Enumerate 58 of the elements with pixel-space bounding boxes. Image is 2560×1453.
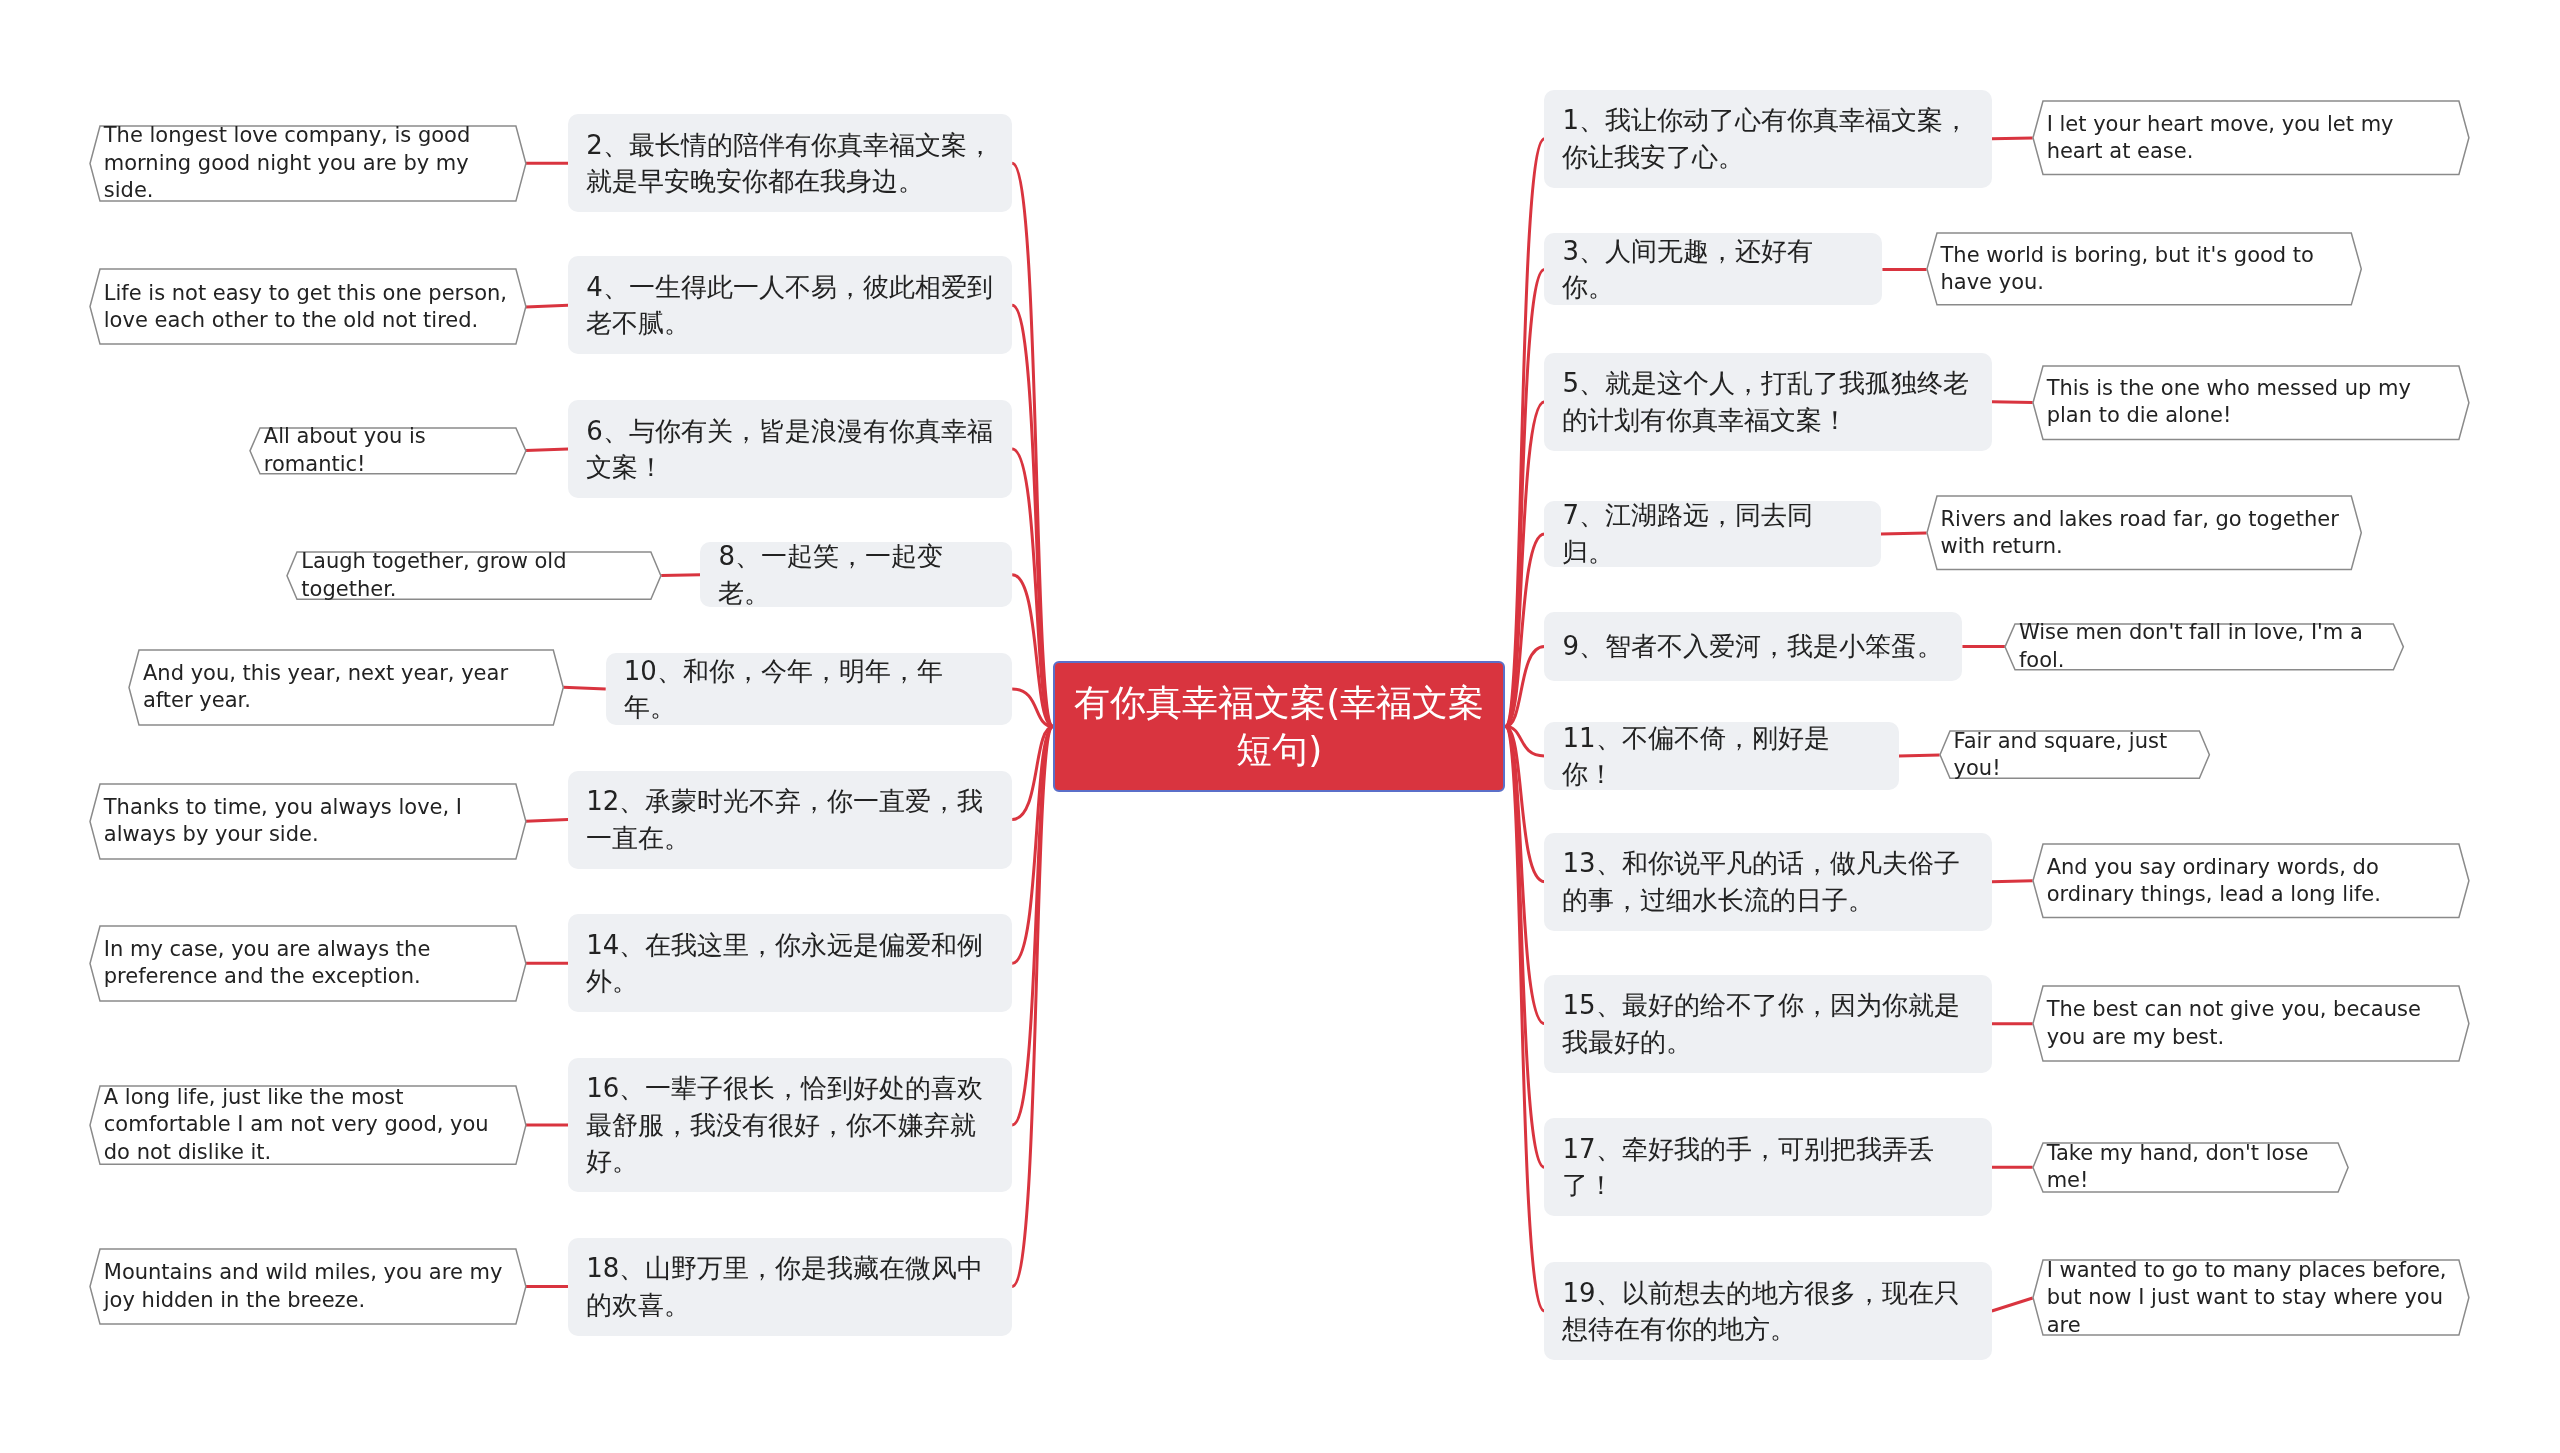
connector [525,303,569,309]
connector [1882,267,1927,271]
connector [525,447,569,453]
topic-box: 6、与你有关，皆是浪漫有你真幸福文案！ [568,400,1013,498]
connector [525,961,569,965]
topic-box: 11、不偏不倚，刚好是你！ [1544,721,1899,791]
topic-box: 4、一生得此一人不易，彼此相爱到老不腻。 [568,256,1013,355]
note-tag: And you, this year, next year, year after year. [128,649,564,725]
connector [1991,136,2033,141]
connector [525,1285,569,1289]
connector [1991,1165,2033,1169]
topic-box: 7、江湖路远，同去同归。 [1544,501,1881,567]
topic-box: 19、以前想去的地方很多，现在只想待在有你的地方。 [1544,1262,1992,1360]
topic-box: 16、一辈子很长，恰到好处的喜欢最舒服，我没有很好，你不嫌弃就好。 [568,1057,1013,1192]
note-tag: Mountains and wild miles, you are my joy hidden in the breeze. [89,1248,526,1325]
topic-box: 3、人间无趣，还好有你。 [1544,233,1883,306]
topic-box: 8、一起笑，一起变老。 [700,542,1013,608]
connector [525,1123,569,1127]
topic-box: 17、牵好我的手，可别把我弄丢了！ [1544,1118,1992,1217]
note-tag: Take my hand, don't lose me! [2032,1142,2348,1192]
note-tag: The world is boring, but it's good to have you. [1926,233,2361,306]
note-tag: Wise men don't fall in love, I'm a fool. [2004,623,2404,670]
connector [525,161,569,165]
connector [1991,1296,2034,1313]
note-tag: I let your heart move, you let my heart at ease. [2032,101,2469,175]
note-tag: The longest love company, is good morning good night you are by my side. [89,125,526,201]
topic-box: 10、和你，今年，明年，年年。 [605,653,1013,725]
topic-box: 5、就是这个人，打乱了我孤独终老的计划有你真幸福文案！ [1544,352,1992,451]
connector [1898,753,1940,758]
topic-box: 15、最好的给不了你，因为你就是我最好的。 [1544,974,1992,1073]
topic-box: 9、智者不入爱河，我是小笨蛋。 [1544,612,1963,681]
connector [661,573,701,577]
note-tag: Thanks to time, you always love, I always by your side. [89,783,526,859]
note-tag: I wanted to go to many places before, but now I just want to stay where you are [2032,1260,2469,1336]
note-tag: Fair and square, just you! [1939,731,2209,779]
connector [1991,1022,2033,1026]
topic-box: 2、最长情的陪伴有你真幸福文案，就是早安晚安你都在我身边。 [568,114,1013,213]
note-tag: A long life, just like the most comfortable I am not very good, you do not dislike it. [89,1085,526,1165]
connector [563,685,606,691]
note-tag: And you say ordinary words, do ordinary things, lead a long life. [2032,844,2469,918]
note-tag: Life is not easy to get this one person, love each other to the old not tired. [89,269,526,345]
note-tag: Laugh together, grow old together. [287,551,662,600]
topic-box: 12、承蒙时光不弃，你一直爱，我一直在。 [568,770,1013,869]
connector [1991,879,2033,884]
central-topic-box: 有你真幸福文案(幸福文案短句) [1053,661,1506,792]
note-tag: All about you is romantic! [249,427,526,474]
note-tag: Rivers and lakes road far, go together with return. [1926,496,2361,570]
topic-box: 1、我让你动了心有你真幸福文案，你让我安了心。 [1544,89,1992,188]
connector [1880,531,1927,536]
topic-box: 18、山野万里，你是我藏在微风中的欢喜。 [568,1237,1013,1336]
topic-box: 13、和你说平凡的话，做凡夫俗子的事，过细水长流的日子。 [1544,832,1992,931]
note-tag: In my case, you are always the preference and the exception. [89,925,526,1001]
topic-box: 14、在我这里，你永远是偏爱和例外。 [568,914,1013,1013]
connector [1991,400,2033,404]
connector [1962,645,2005,649]
connector [525,818,569,823]
note-tag: This is the one who messed up my plan to die alone! [2032,365,2469,440]
note-tag: The best can not give you, because you are my best. [2032,986,2469,1062]
